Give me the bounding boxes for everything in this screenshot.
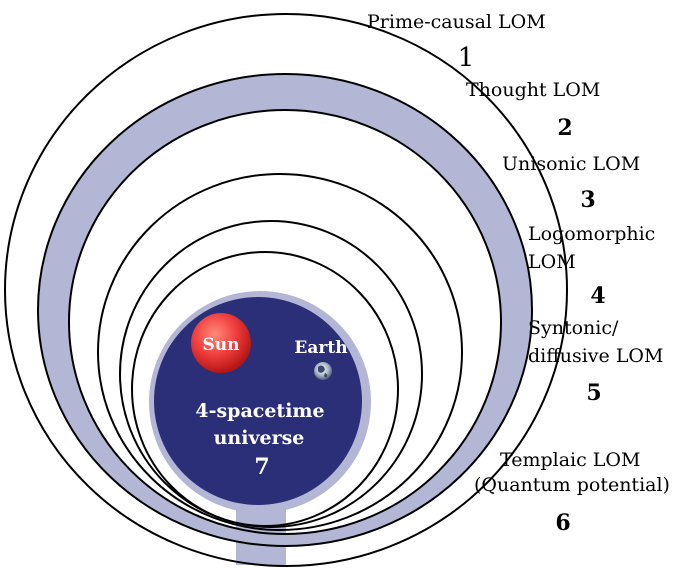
level-6-number: 6 bbox=[555, 510, 570, 536]
level-3-name: Unisonic LOM bbox=[502, 153, 640, 175]
level-6-name-line2: (Quantum potential) bbox=[474, 474, 670, 496]
level-3-number: 3 bbox=[580, 187, 595, 213]
sun-icon bbox=[191, 313, 251, 373]
earth-globe-icon bbox=[314, 362, 332, 380]
universe-number: 7 bbox=[254, 454, 269, 480]
level-1-name: Prime-causal LOM bbox=[367, 11, 546, 33]
level-5-number: 5 bbox=[586, 380, 601, 406]
level-1-number: 1 bbox=[458, 43, 475, 73]
level-5-name-line2: diffusive LOM bbox=[528, 345, 663, 367]
ring-prime-causal bbox=[4, 13, 568, 567]
ring-thought-inner bbox=[68, 109, 502, 535]
level-2-name: Thought LOM bbox=[466, 79, 600, 101]
level-6-name: Templaic LOM bbox=[500, 449, 640, 471]
sun-label: Sun bbox=[203, 335, 240, 355]
ring-unisonic bbox=[97, 173, 463, 531]
universe-label-line1: 4-spacetime bbox=[195, 400, 324, 422]
level-4-number: 4 bbox=[590, 283, 605, 309]
level-4-name: Logomorphic bbox=[528, 223, 655, 245]
ring-syntonic bbox=[131, 251, 399, 527]
ring-thought-outer bbox=[37, 73, 533, 547]
level-2-number: 2 bbox=[557, 115, 572, 141]
universe-label-line2: universe bbox=[214, 427, 305, 449]
level-5-name: Syntonic/ bbox=[528, 317, 619, 339]
earth-label: Earth bbox=[294, 338, 347, 358]
ring-logomorphic bbox=[119, 220, 423, 528]
level-4-name-line2: LOM bbox=[528, 251, 576, 273]
